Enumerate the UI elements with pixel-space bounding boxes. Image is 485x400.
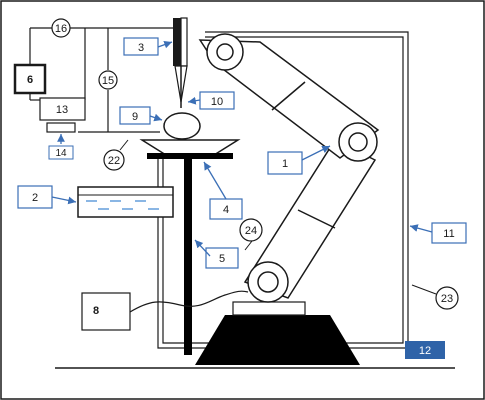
controller-box — [39, 97, 86, 121]
robotic-arm — [198, 33, 380, 303]
circle-callouts — [51, 18, 459, 310]
label-boxes — [17, 37, 467, 269]
label-1: 1 — [282, 158, 288, 170]
device-box-8 — [81, 292, 131, 331]
label-22: 22 — [108, 155, 120, 167]
collector-plate — [147, 153, 233, 159]
label-14: 14 — [55, 148, 67, 159]
collector-funnel — [139, 139, 241, 156]
label-3: 3 — [138, 42, 144, 54]
device-cable — [129, 290, 249, 313]
label-5: 5 — [219, 253, 225, 265]
circuit-wiring — [29, 27, 173, 133]
switch-box — [46, 122, 76, 133]
droplet — [163, 112, 201, 140]
label-15: 15 — [102, 75, 114, 87]
label-12: 12 — [419, 345, 431, 357]
robot-base — [195, 315, 360, 365]
label-6: 6 — [27, 74, 33, 86]
label-2: 2 — [32, 192, 38, 204]
liquid-bath — [77, 186, 174, 218]
accent-block-12 — [405, 341, 445, 359]
label-11: 11 — [443, 228, 454, 240]
label-16: 16 — [55, 23, 67, 35]
label-9: 9 — [132, 111, 138, 123]
support-rod — [184, 159, 192, 355]
label-23: 23 — [441, 293, 453, 305]
pointer-arrows — [51, 40, 433, 257]
label-10: 10 — [211, 96, 223, 108]
label-13: 13 — [56, 104, 68, 116]
nozzle-assembly — [173, 17, 188, 108]
power-supply-box — [13, 63, 47, 95]
label-4: 4 — [223, 204, 229, 216]
label-8: 8 — [93, 305, 99, 317]
robot-base-plate — [232, 301, 306, 316]
label-24: 24 — [245, 225, 257, 237]
